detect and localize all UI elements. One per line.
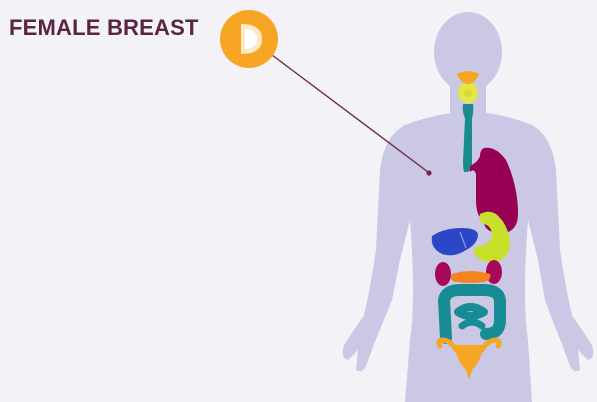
left-kidney-organ [435,262,451,286]
pancreas-organ [451,271,491,283]
breast-badge[interactable] [220,10,278,68]
right-kidney-organ [486,260,502,284]
leader-dot [426,170,431,175]
body-silhouette [343,12,594,402]
trachea-organ [463,104,474,172]
leader-line [272,55,428,172]
